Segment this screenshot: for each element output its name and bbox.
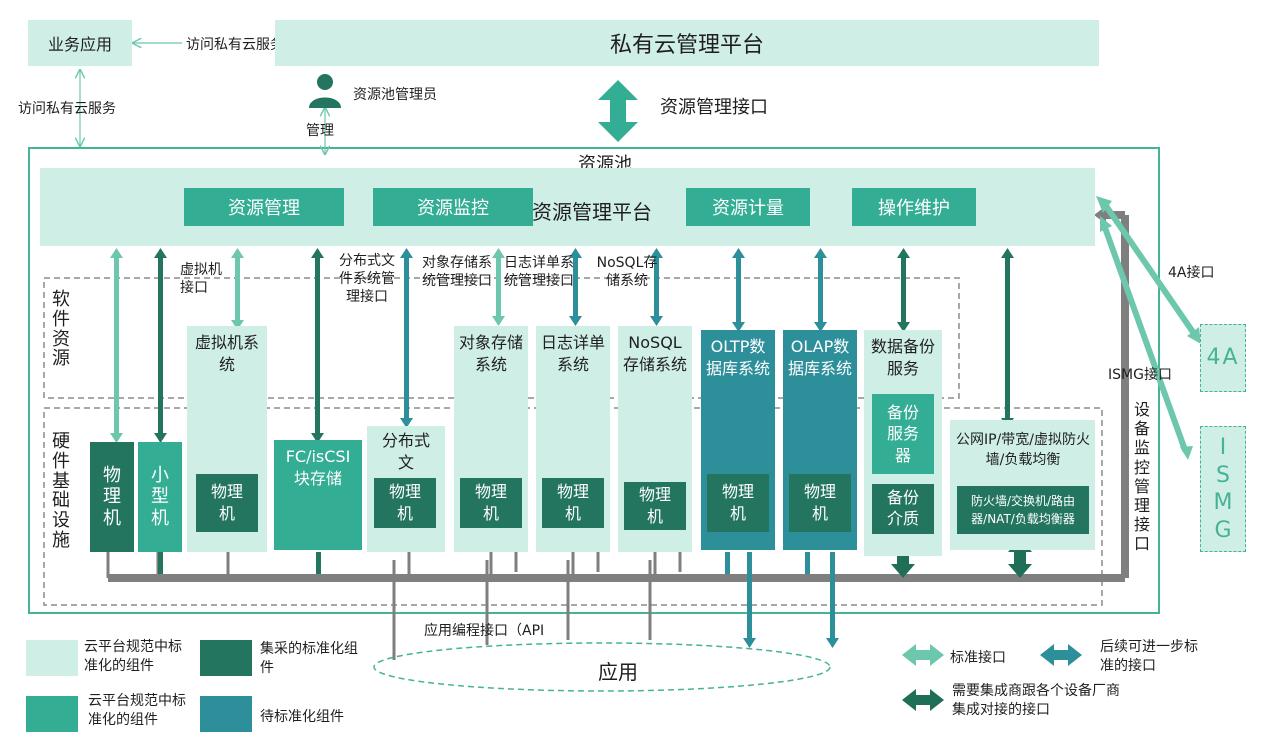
legend-swatch-mid — [26, 696, 78, 732]
access-private-cloud-label-1: 访问私有云服务 — [186, 37, 284, 53]
legend-light-label: 云平台规范中标准化的组件 — [84, 639, 182, 674]
box-4a: 4A — [1200, 324, 1246, 392]
object-interface-label: 对象存储系统管理接口 — [422, 255, 492, 290]
legend-standard-interface: 标准接口 — [950, 650, 1006, 666]
box-ismg: ISMG — [1200, 426, 1246, 552]
nosql-interface-label: NoSQL存储系统 — [596, 255, 658, 290]
log-system-label: 日志详单系统 — [540, 333, 605, 375]
backup-service-label: 数据备份服务 — [870, 337, 935, 379]
dfs-physical-machine: 物理机 — [374, 478, 436, 528]
module-resource-management: 资源管理 — [184, 188, 344, 226]
legend-future-interface: 后续可进一步标准的接口 — [1100, 639, 1198, 674]
log-interface-label: 日志详单系统管理接口 — [504, 255, 574, 290]
network-devices-box: 防火墙/交换机/路由器/NAT/负载均衡器 — [957, 486, 1089, 534]
object-physical-machine: 物理机 — [460, 478, 522, 528]
admin-person-icon — [307, 72, 343, 108]
module-operations-maintenance: 操作维护 — [852, 188, 976, 226]
network-label: 公网IP/带宽/虚拟防火墙/负载均衡 — [955, 432, 1090, 469]
dfs-label: 分布式文 — [381, 431, 430, 473]
legend-mid-label: 云平台规范中标准化的组件 — [88, 693, 186, 728]
fc-iscsi-block-storage: FC/isCSI块存储 — [274, 440, 362, 550]
oltp-physical-machine: 物理机 — [707, 474, 769, 532]
manage-label: 管理 — [306, 123, 334, 139]
vm-system-label: 虚拟机系统 — [195, 333, 260, 375]
legend-vendor-interface: 需要集成商跟各个设备厂商集成对接的接口 — [952, 683, 1120, 718]
module-resource-metering: 资源计量 — [686, 188, 810, 226]
private-cloud-platform-box: 私有云管理平台 — [275, 20, 1099, 66]
device-monitor-interface-label: 设备监控管理接口 — [1134, 400, 1151, 554]
vm-interface-label: 虚拟机接口 — [180, 262, 222, 296]
api-label: 应用编程接口（API — [424, 623, 545, 639]
interface-ismg-label: ISMG接口 — [1108, 367, 1172, 383]
resource-mgmt-platform-label: 资源管理平台 — [532, 200, 652, 224]
resource-pool-admin-label: 资源池管理员 — [353, 87, 437, 103]
legend-swatch-dark — [200, 640, 252, 676]
nosql-physical-machine: 物理机 — [624, 482, 686, 530]
backup-server-box: 备份服务器 — [872, 394, 934, 474]
legend-swatch-light — [26, 640, 78, 676]
resource-mgmt-interface-label: 资源管理接口 — [660, 97, 768, 118]
object-storage-label: 对象存储系统 — [458, 333, 523, 375]
resource-mgmt-interface-arrow — [598, 80, 638, 142]
hardware-infrastructure-label: 硬件基础设施 — [52, 431, 70, 551]
legend-dark-label: 集采的标准化组件 — [260, 641, 358, 676]
module-resource-monitoring: 资源监控 — [373, 188, 533, 226]
hardware-dashed-area — [43, 407, 1103, 606]
minicomputer-box: 小型机 — [138, 442, 182, 552]
application-label: 应用 — [598, 660, 638, 684]
backup-media-box: 备份介质 — [872, 484, 934, 534]
oltp-system-label: OLTP数据库系统 — [705, 337, 770, 378]
application-ellipse — [373, 642, 831, 692]
olap-system-label: OLAP数据库系统 — [787, 337, 852, 378]
olap-physical-machine: 物理机 — [789, 474, 851, 532]
log-physical-machine: 物理机 — [542, 478, 604, 528]
interface-4a-label: 4A接口 — [1168, 265, 1215, 281]
access-private-cloud-label-2: 访问私有云服务 — [18, 101, 116, 117]
vm-physical-machine: 物理机 — [196, 474, 258, 532]
nosql-system-label: NoSQL存储系统 — [622, 333, 687, 374]
dfs-interface-label: 分布式文件系统管理接口 — [339, 253, 395, 306]
physical-machine-box: 物理机 — [90, 442, 134, 552]
business-app-box: 业务应用 — [28, 20, 132, 66]
legend-teal-label: 待标准化组件 — [260, 709, 344, 725]
legend-swatch-teal — [200, 696, 252, 732]
software-resources-label: 软件资源 — [52, 289, 70, 370]
